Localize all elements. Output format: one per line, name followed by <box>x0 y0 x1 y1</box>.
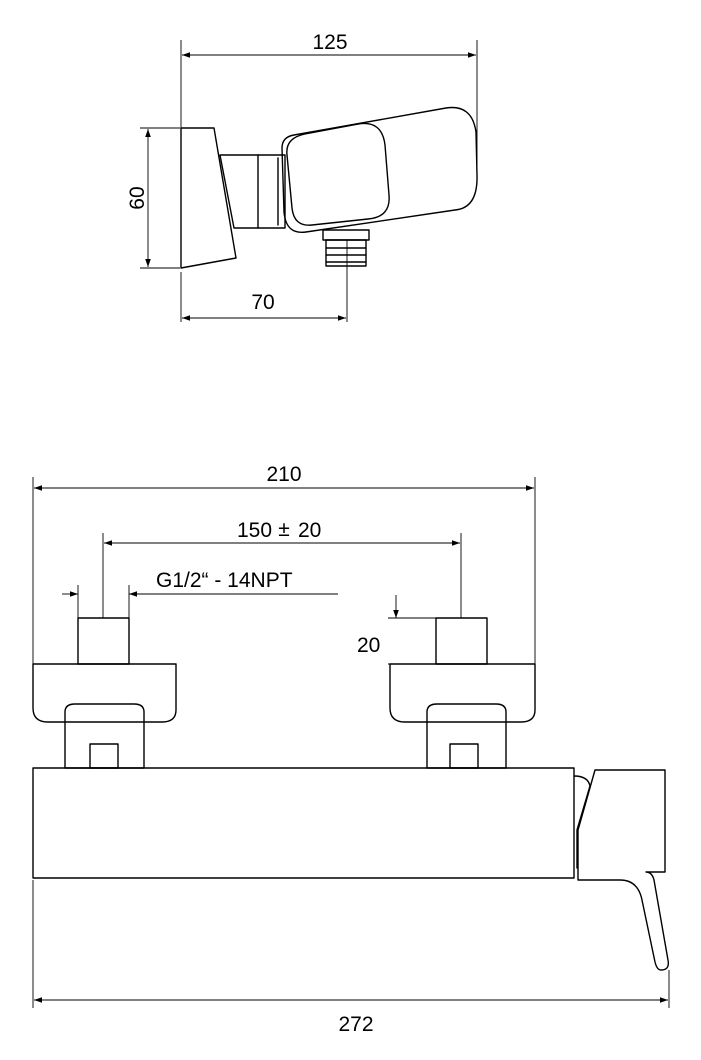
dim-label-150-tolerance: 20 <box>298 519 321 542</box>
dim-label-thread: G1/2“ - 14NPT <box>156 569 293 592</box>
left-wall-flange <box>32 663 177 723</box>
side-view: 125 60 70 <box>126 31 478 322</box>
lever-handle <box>577 769 670 971</box>
left-nut-hex <box>89 743 119 769</box>
right-inlet-thread <box>435 617 488 665</box>
dim-label-150: 150 <box>237 519 272 542</box>
dim-label-210: 210 <box>266 463 301 486</box>
lever-collar <box>573 775 591 869</box>
dim-label-depth: 70 <box>251 291 274 314</box>
dim-label-20: 20 <box>357 634 380 657</box>
dim-label-width: 125 <box>312 31 347 54</box>
outlet-thread <box>325 239 367 267</box>
front-view: 210 150 ± 20 G1/2“ - 14NPT 20 272 <box>32 463 670 1036</box>
outlet-nut <box>322 229 370 241</box>
left-inlet-thread <box>77 617 130 665</box>
dim-label-150-tolerance-symbol: ± <box>278 518 290 541</box>
right-wall-flange <box>389 663 536 723</box>
wall-plate <box>180 127 237 269</box>
right-nut-hex <box>449 743 479 769</box>
mixer-body <box>32 767 575 879</box>
body-connector <box>219 154 286 229</box>
dim-label-height: 60 <box>126 186 149 209</box>
right-eccentric-nut <box>426 703 507 769</box>
handle-knob <box>286 122 390 226</box>
left-eccentric-nut <box>64 703 145 769</box>
dim-label-272: 272 <box>338 1013 373 1036</box>
handle-outer <box>281 106 478 234</box>
